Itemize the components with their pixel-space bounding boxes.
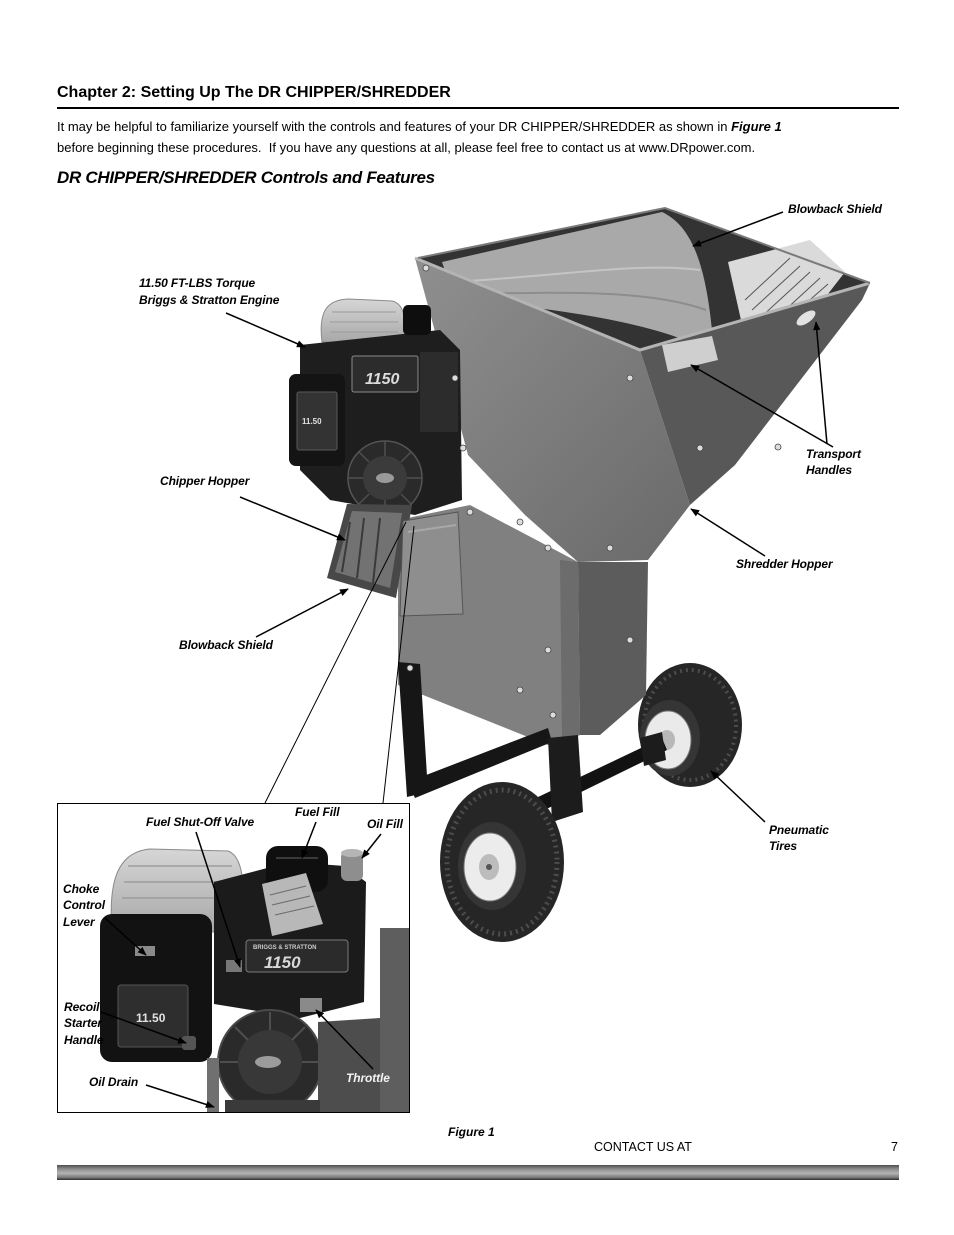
throttle-lever-photo xyxy=(300,998,322,1012)
intro-text-part-2: before beginning these procedures. If yo… xyxy=(57,140,756,155)
figure-caption: Figure 1 xyxy=(448,1125,495,1139)
engine-photo: 1150 11.50 xyxy=(289,298,462,516)
label-recoil-line1: Recoil xyxy=(64,1000,100,1014)
label-tires-line1: Pneumatic xyxy=(769,823,829,837)
inset-frame xyxy=(57,803,410,1113)
oil-fill-arrow xyxy=(361,833,382,859)
label-choke-line3: Lever xyxy=(63,915,95,929)
blowback-shield-top-arrow xyxy=(692,211,784,247)
label-oil-drain: Oil Drain xyxy=(89,1075,139,1089)
inset-engine-badge-text: 1150 xyxy=(264,953,301,972)
engine-arrow xyxy=(225,312,306,348)
transport-handle-right-photo xyxy=(796,310,816,326)
label-fuel-shutoff-valve: Fuel Shut-Off Valve xyxy=(146,815,255,829)
footer-contact: CONTACT US AT xyxy=(594,1140,692,1154)
label-chipper-hopper: Chipper Hopper xyxy=(160,474,250,488)
transport-handle-right-arrow xyxy=(813,321,828,445)
label-oil-fill: Oil Fill xyxy=(367,817,403,831)
front-wheel-photo xyxy=(440,782,564,942)
transport-handle-left-arrow xyxy=(690,364,834,448)
inset-filter-badge-text: 11.50 xyxy=(136,1011,166,1025)
throttle-arrow xyxy=(315,1009,374,1070)
intro-figure-ref: Figure 1 xyxy=(731,119,782,134)
label-choke-line2: Control xyxy=(63,898,105,912)
oil-drain-plug-photo xyxy=(207,1058,219,1112)
blowback-shield-left-arrow xyxy=(255,588,349,638)
leader-arrows xyxy=(100,211,834,1108)
pneumatic-tires-arrow xyxy=(710,770,766,823)
filter-badge-text: 11.50 xyxy=(302,417,322,426)
label-engine-line1: 11.50 FT-LBS Torque xyxy=(139,276,256,290)
blowback-shield-lower-photo xyxy=(399,511,464,617)
engine-badge-text: 1150 xyxy=(365,371,400,388)
fuel-fill-arrow xyxy=(301,821,317,859)
label-engine-line2: Briggs & Stratton Engine xyxy=(139,293,280,307)
label-blowback-shield-left: Blowback Shield xyxy=(179,638,273,652)
frame-photo xyxy=(398,662,667,822)
footer-bar xyxy=(57,1165,899,1180)
section-title: DR CHIPPER/SHREDDER Controls and Feature… xyxy=(57,168,435,187)
fuel-shutoff-valve-arrow xyxy=(195,831,241,968)
label-blowback-shield-top: Blowback Shield xyxy=(788,202,882,216)
oil-drain-arrow xyxy=(145,1084,215,1108)
transport-handle-left-photo xyxy=(662,336,718,372)
label-transport-line2: Handles xyxy=(806,463,852,477)
chipper-shredder-photo: 1150 11.50 xyxy=(289,206,871,942)
label-transport-line1: Transport xyxy=(806,447,861,461)
recoil-starter-handle-arrow xyxy=(100,1011,187,1044)
chipper-hopper-arrow xyxy=(239,496,346,541)
rear-wheel-photo xyxy=(638,663,742,787)
inset-engine-photo: BRIGGS & STRATTON 1150 11.50 xyxy=(100,846,409,1112)
label-recoil-line2: Starter xyxy=(64,1016,102,1030)
shredder-hopper-arrow xyxy=(690,508,766,557)
intro-paragraph: It may be helpful to familiarize yoursel… xyxy=(57,116,782,158)
oil-fill-cap-photo xyxy=(341,851,363,881)
label-throttle: Throttle xyxy=(346,1071,390,1085)
chapter-title: Chapter 2: Setting Up The DR CHIPPER/SHR… xyxy=(57,84,451,101)
rivets-photo xyxy=(406,264,782,719)
chapter-rule xyxy=(57,107,899,109)
shredder-hopper-photo xyxy=(414,206,871,562)
brand-plate-text: BRIGGS & STRATTON xyxy=(253,945,316,951)
chipper-hopper-photo xyxy=(327,504,412,598)
page-number: 7 xyxy=(891,1140,898,1154)
label-choke-line1: Choke xyxy=(63,882,100,896)
label-tires-line2: Tires xyxy=(769,839,797,853)
label-recoil-line3: Handle xyxy=(64,1033,104,1047)
label-fuel-fill: Fuel Fill xyxy=(295,805,340,819)
intro-text-part-1: It may be helpful to familiarize yoursel… xyxy=(57,119,732,134)
label-shredder-hopper: Shredder Hopper xyxy=(736,557,833,571)
inset-callout-lines xyxy=(264,521,415,804)
choke-control-lever-arrow xyxy=(104,917,147,956)
